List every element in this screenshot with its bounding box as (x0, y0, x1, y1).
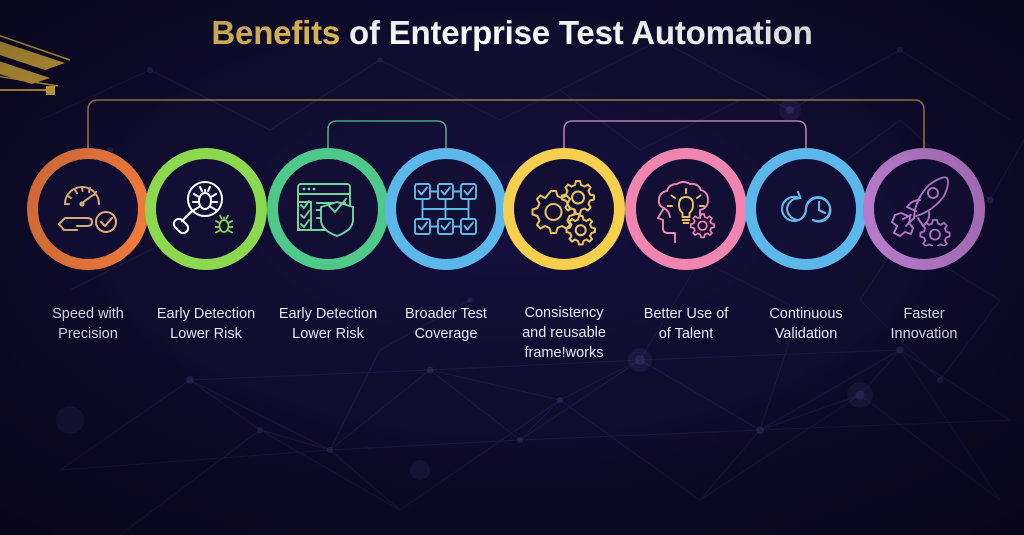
page-title-accent: Benefits (211, 14, 341, 51)
rocket-gear-icon (891, 176, 951, 246)
benefit-node-2[interactable] (145, 148, 267, 270)
browser-checklist-shield-icon (297, 183, 354, 237)
benefit-label-8: Faster Innovation (844, 304, 1004, 344)
benefit-node-7[interactable] (745, 148, 867, 270)
blue-arc-decoration (854, 365, 1024, 535)
benefit-label-8-line1: Faster (903, 306, 945, 322)
benefit-label-5-line3: frame!works (524, 345, 604, 361)
magnifier-bug-icon (172, 181, 234, 235)
three-gears-icon (531, 180, 596, 246)
benefit-circle-row (0, 148, 1024, 288)
benefit-node-5[interactable] (503, 148, 625, 270)
benefit-node-6[interactable] (625, 148, 747, 270)
benefit-node-8[interactable] (863, 148, 985, 270)
benefit-label-8-line2: Innovation (890, 326, 958, 342)
checkbox-grid-network-icon (414, 183, 477, 235)
infinity-refresh-clock-icon (781, 190, 832, 223)
page-title-rest: of Enterprise Test Automation (340, 14, 813, 51)
benefit-label-row: Speed with Precision Early Detection Low… (0, 304, 1024, 374)
benefit-node-3[interactable] (267, 148, 389, 270)
benefit-node-4[interactable] (385, 148, 507, 270)
speedometer-hand-check-icon (58, 186, 117, 233)
page-title: Benefits of Enterprise Test Automation (0, 14, 1024, 52)
brain-head-lightbulb-gear-icon (657, 181, 716, 243)
benefit-node-1[interactable] (27, 148, 149, 270)
